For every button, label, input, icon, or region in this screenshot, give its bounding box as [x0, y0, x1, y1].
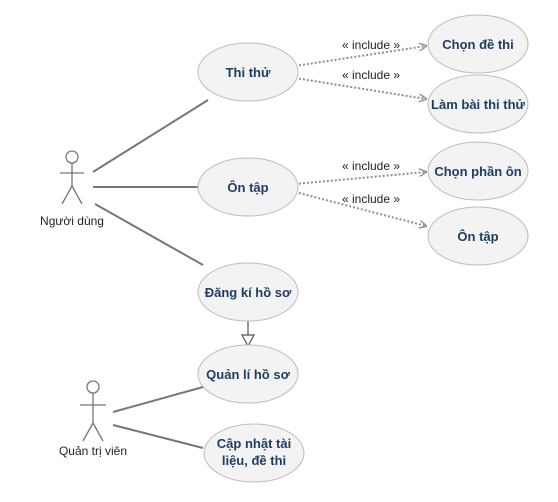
include-line-chon-phan-on [294, 172, 426, 185]
actor-label: Quản trị viên [59, 444, 127, 458]
use-case-label: Quản lí hồ sơ [206, 367, 290, 382]
actor-user[interactable]: Người dùng [40, 150, 104, 228]
generalization-arrow [240, 334, 256, 348]
generalization [240, 320, 256, 348]
include-label-chon-phan-on: « include » [342, 159, 400, 173]
use-case-chon-de-thi[interactable]: Chọn đề thi [427, 14, 529, 74]
actor-admin[interactable]: Quản trị viên [59, 380, 127, 458]
association-user-dang-ki [94, 203, 204, 266]
include-label-lam-bai: « include » [342, 68, 400, 82]
association-admin-quan-li [112, 386, 204, 413]
use-case-cap-nhat-tai-lieu[interactable]: Cập nhật tài liệu, đề thi [203, 423, 305, 483]
association-user-thi-thu [92, 99, 209, 173]
use-case-thi-thu[interactable]: Thi thử [197, 42, 299, 102]
use-case-label: Làm bài thi thử [431, 97, 526, 112]
use-case-dang-ki-ho-so[interactable]: Đăng kí hồ sơ [197, 262, 299, 322]
use-case-label: Thi thử [226, 65, 271, 80]
use-case-label: Ôn tập [457, 229, 498, 244]
use-case-label-line-2: liệu, đề thi [222, 453, 286, 468]
use-case-quan-li-ho-so[interactable]: Quản lí hồ sơ [197, 344, 299, 404]
include-label-chon-de-thi: « include » [342, 38, 400, 52]
include-line-on-tap-sub [294, 191, 426, 226]
use-case-label: Ôn tập [227, 180, 268, 195]
use-case-on-tap[interactable]: Ôn tập [197, 157, 299, 217]
include-relations: « include » « include » « include » « in… [294, 38, 426, 226]
use-case-label: Chọn phần ôn [434, 164, 521, 179]
use-case-label: Chọn đề thi [442, 37, 514, 52]
use-case-label-line-1: Cập nhật tài [217, 436, 291, 451]
use-case-lam-bai-thi-thu[interactable]: Làm bài thi thử [427, 74, 529, 134]
use-case-on-tap-sub[interactable]: Ôn tập [427, 206, 529, 266]
include-label-on-tap-sub: « include » [342, 192, 400, 206]
use-case-label: Đăng kí hồ sơ [205, 285, 292, 300]
actor-label: Người dùng [40, 214, 104, 228]
actor-head-icon [65, 150, 79, 164]
actor-head-icon [86, 380, 100, 394]
use-case-chon-phan-on[interactable]: Chọn phần ôn [427, 141, 529, 201]
association-admin-cap-nhat [112, 424, 204, 449]
associations [92, 99, 209, 449]
